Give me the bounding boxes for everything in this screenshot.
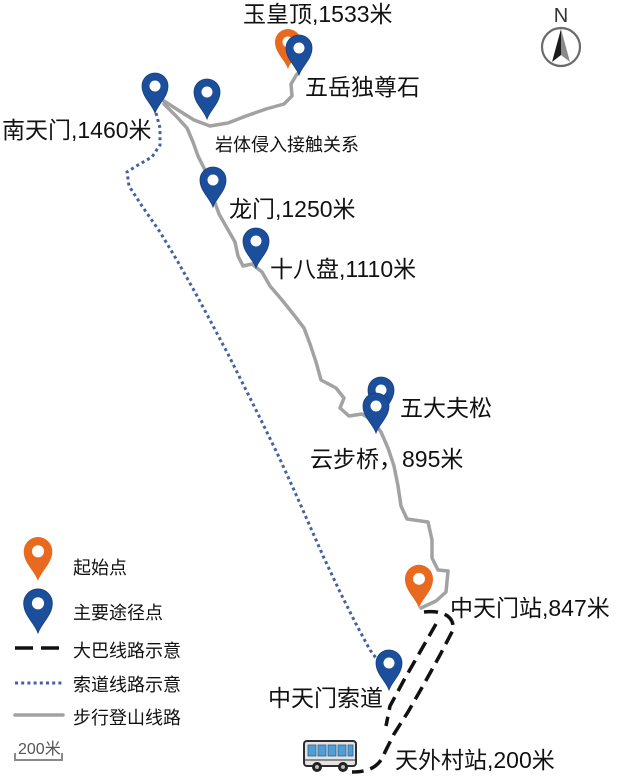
label-zhongtianmen-station: 中天门站,847米 [450, 595, 610, 621]
label-wuyue-duzun-shi: 五岳独尊石 [305, 74, 420, 100]
bus-route [351, 609, 455, 774]
north-label: N [554, 5, 568, 27]
bus-wheel-hub [315, 765, 319, 769]
label-longmen: 龙门,1250米 [229, 196, 356, 222]
scale-bar-line [14, 753, 63, 761]
zhongtianmen-station-start-pin-icon [404, 564, 434, 608]
rock-contact-pin-icon [193, 78, 221, 120]
bus-icon [303, 740, 357, 772]
bus-window [307, 744, 317, 757]
label-shibapan: 十八盘,1110米 [270, 256, 416, 282]
bus-window [317, 744, 327, 757]
compass-needle-dark [552, 29, 561, 62]
legend: 起始点 主要途径点 大巴线路示意 索道线路示意 步行登山线路 [13, 537, 181, 728]
legend-label-start: 起始点 [73, 558, 127, 578]
label-yunbu-qiao: 云步桥，895米 [310, 446, 463, 472]
zhongtianmen-cableway-pin-icon [375, 649, 403, 691]
scale-label: 200米 [18, 740, 61, 758]
bus-route-branch [384, 623, 438, 727]
bus-window [337, 744, 347, 757]
label-wudafu-song: 五大夫松 [400, 395, 492, 421]
longmen-pin-icon [199, 166, 227, 208]
walking-route-summit-ridge [162, 72, 299, 128]
label-rock-contact: 岩体侵入接触关系 [215, 135, 359, 155]
legend-label-walking-route: 步行登山线路 [73, 708, 181, 728]
legend-label-cableway-route: 索道线路示意 [73, 675, 181, 695]
wuyue-duzun-shi-pin-icon [285, 34, 313, 76]
scale-bar: 200米 [14, 740, 63, 761]
label-yuhuangding: 玉皇顶,1533米 [243, 1, 393, 27]
bus-front-window [347, 744, 354, 757]
bus-window [327, 744, 337, 757]
label-nantianmen: 南天门,1460米 [2, 117, 152, 143]
compass-icon [540, 26, 582, 68]
shibapan-pin-icon [242, 227, 270, 269]
cableway-route [125, 112, 387, 671]
label-zhongtianmen-cableway: 中天门索道 [268, 685, 383, 711]
yunbu-qiao-pin-icon [362, 392, 390, 434]
nantianmen-pin-icon [141, 72, 169, 114]
legend-label-waypoint: 主要途径点 [73, 603, 163, 623]
compass-needle-light [561, 29, 570, 62]
label-tianwaicun-station: 天外村站,200米 [395, 747, 555, 773]
legend-waypoint-pin-icon [23, 588, 53, 634]
legend-label-bus-route: 大巴线路示意 [73, 641, 181, 661]
legend-start-pin-icon [23, 537, 53, 581]
bus-wheel-hub [341, 765, 345, 769]
